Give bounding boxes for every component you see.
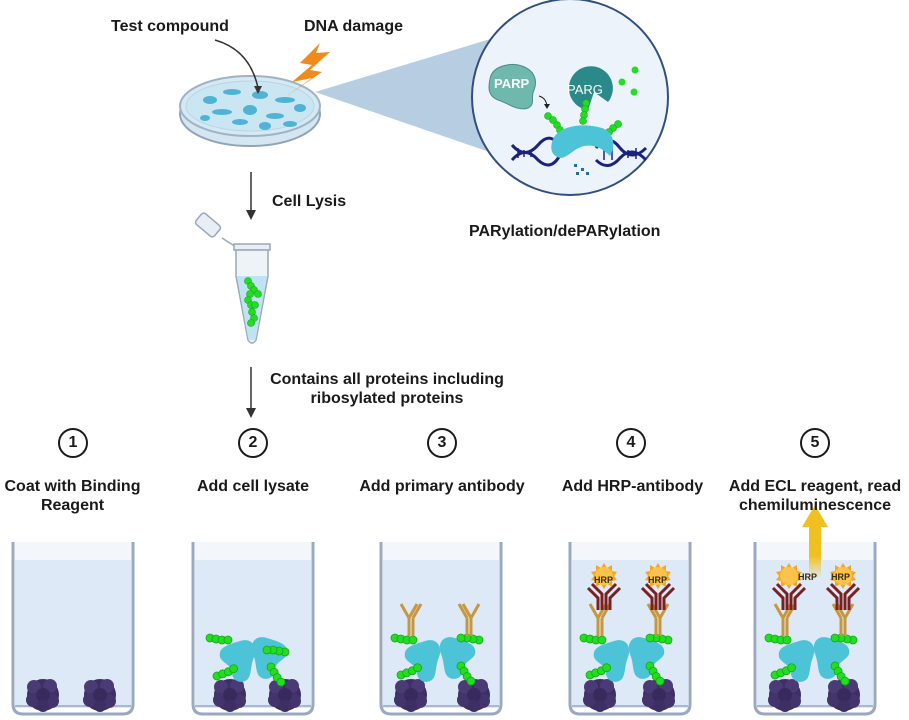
lysate-arrow <box>246 408 256 418</box>
parylation-label: PARylation/dePARylation <box>469 223 661 240</box>
step-1-number: 1 <box>58 428 88 458</box>
hrp-label-4a: HRP <box>594 575 614 585</box>
dna-damage-label: DNA damage <box>304 18 403 35</box>
step-2-label: Add cell lysate <box>196 478 310 495</box>
well-4 <box>568 540 692 716</box>
lightning-icon <box>284 43 330 98</box>
dna-bound-protein <box>551 125 614 158</box>
step-5-number: 5 <box>800 428 830 458</box>
step-5-label: Add ECL reagent, read chemiluminescence <box>720 477 909 515</box>
test-compound-label: Test compound <box>111 18 229 35</box>
lysate-note-line2: ribosylated proteins <box>310 390 464 407</box>
zoom-circle <box>471 0 669 196</box>
step-3-number: 3 <box>427 428 457 458</box>
cell-lysis-label: Cell Lysis <box>272 193 347 210</box>
lysate-tube <box>194 212 271 344</box>
step-5-line2: chemiluminescence <box>738 497 892 514</box>
well-3 <box>379 540 503 716</box>
parp-enzyme <box>488 64 536 110</box>
hrp-label-5b: HRP <box>831 572 851 582</box>
step-5-line1: Add ECL reagent, read <box>728 478 902 495</box>
well-2 <box>191 540 315 716</box>
compound-arrow <box>214 39 259 89</box>
step-2-number: 2 <box>238 428 268 458</box>
step-4-label: Add HRP-antibody <box>561 478 704 495</box>
step-1-label: Coat with Binding Reagent <box>0 477 145 515</box>
lysate-note: Contains all proteins including ribosyla… <box>262 370 512 408</box>
step-1-line1: Coat with Binding <box>4 478 141 495</box>
hrp-label-5a: HRP <box>798 572 818 582</box>
signal-arrow <box>802 505 828 578</box>
lysate-note-line1: Contains all proteins including <box>270 371 504 388</box>
lysis-arrow <box>246 210 256 220</box>
petri-dish <box>179 75 321 147</box>
parg-label: PARG <box>567 82 603 97</box>
step-1-line2: Reagent <box>40 497 105 514</box>
well-1 <box>11 540 135 716</box>
step-3-label: Add primary antibody <box>359 478 525 495</box>
parg-enzyme <box>568 66 613 110</box>
hrp-label-4b: HRP <box>648 575 668 585</box>
parp-label: PARP <box>494 76 530 91</box>
step-4-number: 4 <box>616 428 646 458</box>
